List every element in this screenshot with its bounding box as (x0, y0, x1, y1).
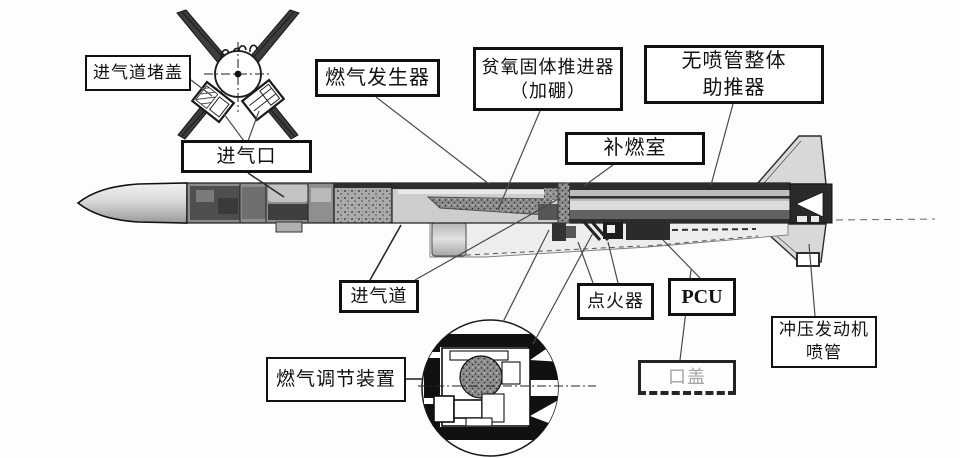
label-text-line1: 无喷管整体 (681, 49, 787, 72)
label-inlet-duct-plug-cover: 进气道堵盖 (85, 55, 191, 91)
label-air-inlet: 进气口 (181, 140, 312, 173)
label-text-line1: 贫氧固体推进器 (481, 56, 615, 77)
label-text-line2: 助推器 (702, 76, 766, 99)
label-text-line2: 喷管 (806, 343, 842, 362)
label-text: PCU (681, 285, 723, 308)
label-text: 补燃室 (603, 137, 667, 159)
label-text: 进气道堵盖 (93, 62, 183, 82)
gas-regulator-detail-view (418, 319, 596, 457)
label-access-cover: 口盖 (638, 360, 736, 395)
leader-lines (190, 79, 816, 380)
label-inlet-duct: 进气道 (339, 280, 419, 313)
front-cross-section-view (176, 9, 300, 140)
label-text: 进气口 (216, 145, 277, 167)
label-nozzleless-integral-booster: 无喷管整体 助推器 (644, 45, 824, 104)
label-text: 口盖 (668, 366, 706, 387)
missile-cutaway-view (76, 135, 936, 267)
label-ramjet-engine-nozzle: 冲压发动机 喷管 (771, 316, 877, 368)
label-afterburner-chamber: 补燃室 (565, 132, 705, 165)
label-text: 进气道 (350, 286, 408, 307)
label-fuel-rich-solid-propellant: 贫氧固体推进器 （加硼） (473, 47, 623, 111)
label-text: 燃气发生器 (325, 66, 430, 89)
label-pcu: PCU (668, 278, 736, 316)
label-text-line2: （加硼） (510, 81, 586, 101)
label-gas-regulating-device: 燃气调节装置 (266, 357, 406, 402)
label-text-line1: 冲压发动机 (779, 320, 869, 340)
label-gas-generator: 燃气发生器 (315, 59, 440, 97)
label-text: 点火器 (587, 291, 644, 312)
label-text: 燃气调节装置 (275, 368, 396, 390)
label-igniter: 点火器 (577, 283, 654, 320)
